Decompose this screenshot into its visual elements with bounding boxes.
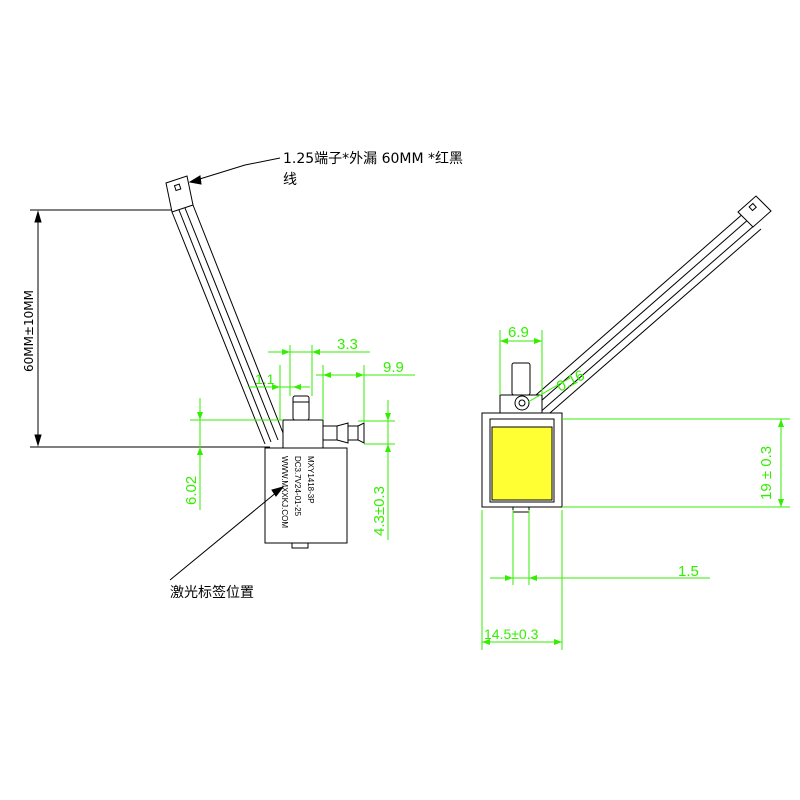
dim-4-3: 4.3±0.3	[371, 486, 388, 536]
dim-1-1: 1.1	[255, 371, 275, 387]
wire-connector	[165, 175, 194, 213]
body-label: MXY1418-3P DC3.7V24-01-25 WWW.MXXKJ.COM	[280, 456, 315, 528]
vertical-nozzle	[292, 395, 310, 421]
dim-60mm: 60MM±10MM	[22, 290, 36, 372]
dim-60-arrow-bottom	[34, 434, 42, 447]
dim-60-arrow-top	[34, 210, 42, 223]
left-view	[30, 157, 365, 581]
valve-top-plate	[282, 419, 324, 449]
body-label-line-3: WWW.MXXKJ.COM	[280, 456, 289, 528]
right-view-dimensions	[481, 330, 790, 650]
wire-note-arrowhead	[188, 175, 202, 185]
wire-note-line-2: 线	[283, 172, 297, 188]
right-fitting-circle	[514, 395, 530, 411]
side-barbed-nozzle	[322, 422, 365, 444]
laser-label-note: 激光标签位置	[170, 584, 254, 601]
laser-label-arrowhead	[271, 486, 285, 497]
valve-bottom-stub	[291, 542, 309, 549]
dim-6-02: 6.02	[183, 476, 200, 505]
right-wire-ribbon	[527, 211, 762, 420]
dim-0-16: 0.16	[554, 367, 588, 396]
dim-19: 19 ± 0.3	[758, 446, 775, 500]
right-bottom-stub	[512, 506, 530, 513]
wire-note-line-1: 1.25端子*外漏 60MM *红黑	[283, 151, 463, 167]
body-label-line-2: DC3.7V24-01-25	[293, 456, 302, 517]
connector-hole	[173, 183, 182, 192]
right-body-inner	[489, 418, 555, 503]
body-label-line-1: MXY1418-3P	[306, 456, 315, 504]
valve-body	[264, 447, 348, 544]
right-nozzle	[511, 362, 531, 396]
coil-yellow	[491, 426, 553, 501]
wire-note-leader	[189, 157, 281, 183]
dim-6-9: 6.9	[508, 324, 529, 341]
wire-ribbon	[171, 204, 286, 445]
dim-9-9: 9.9	[383, 359, 404, 376]
left-view-dimensions	[190, 345, 415, 540]
right-wire-connector	[737, 195, 772, 228]
dim-1-5: 1.5	[678, 563, 699, 580]
laser-label-leader	[169, 486, 284, 581]
dim-3-3: 3.3	[337, 336, 358, 353]
right-view	[481, 195, 772, 513]
right-connector-hole	[748, 202, 757, 212]
dim-14-5: 14.5±0.3	[484, 626, 539, 642]
